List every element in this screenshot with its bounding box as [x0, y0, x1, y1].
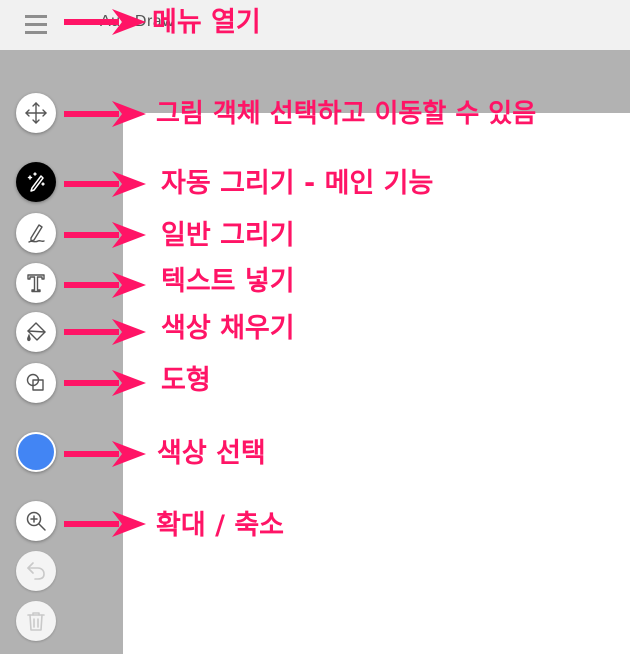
annotation-menu: 메뉴 열기	[152, 7, 261, 38]
annotation-autodraw: 자동 그리기 - 메인 기능	[161, 168, 434, 199]
color-picker-button[interactable]	[16, 432, 56, 472]
undo-icon	[27, 562, 45, 580]
annotation-shape: 도형	[161, 365, 211, 396]
annotation-select: 그림 객체 선택하고 이동할 수 있음	[156, 99, 537, 129]
annotation-draw: 일반 그리기	[161, 220, 295, 251]
shapes-icon	[26, 373, 44, 391]
zoom-tool-button[interactable]	[16, 501, 56, 541]
text-tool-button[interactable]	[16, 263, 56, 303]
hamburger-menu-icon[interactable]	[20, 10, 52, 38]
paint-bucket-icon	[27, 322, 46, 342]
trash-icon	[27, 612, 45, 631]
top-bar: AutoDraw	[0, 0, 630, 50]
zoom-in-icon	[26, 511, 46, 531]
fill-tool-button[interactable]	[16, 312, 56, 352]
select-tool-button[interactable]	[16, 93, 56, 133]
annotation-zoom: 확대 / 축소	[156, 510, 285, 541]
move-arrows-icon	[25, 102, 47, 124]
draw-tool-button[interactable]	[16, 213, 56, 253]
autodraw-tool-button[interactable]	[16, 162, 56, 202]
magic-pen-sparkle-icon	[27, 172, 45, 192]
drawing-canvas[interactable]	[123, 113, 630, 654]
pencil-icon	[28, 224, 45, 243]
text-t-icon	[27, 274, 45, 293]
annotation-text: 텍스트 넣기	[161, 266, 295, 297]
annotation-fill: 색상 채우기	[161, 313, 295, 344]
undo-button[interactable]	[16, 551, 56, 591]
delete-button[interactable]	[16, 601, 56, 641]
annotation-color: 색상 선택	[157, 438, 266, 469]
shape-tool-button[interactable]	[16, 363, 56, 403]
